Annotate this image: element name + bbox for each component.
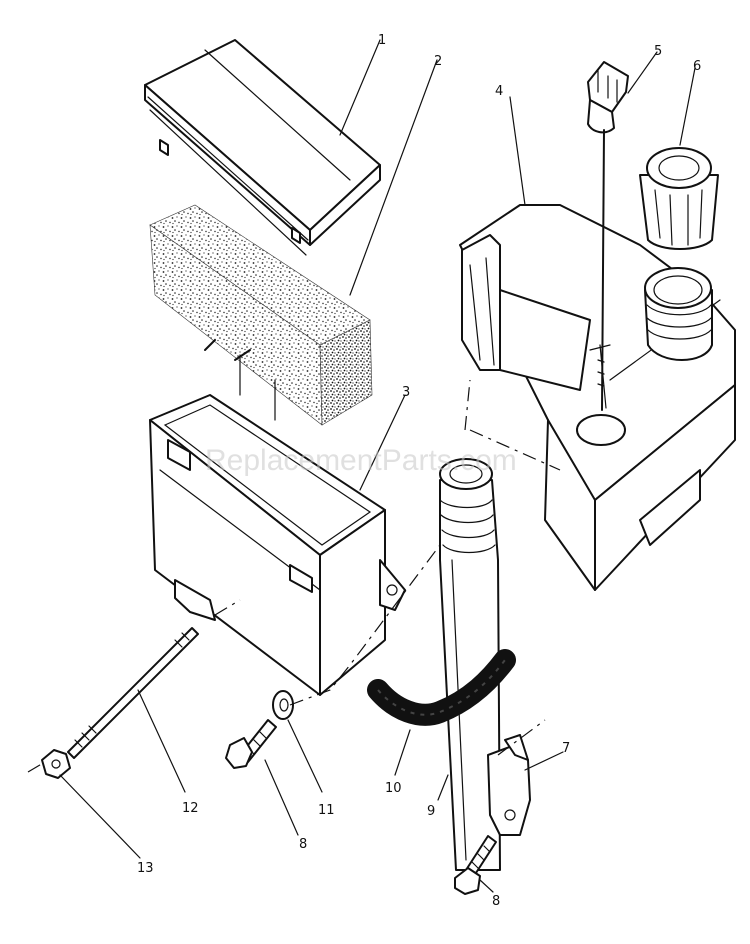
callout-4: 4 — [495, 84, 503, 99]
watermark: ReplacementParts.com — [205, 444, 517, 477]
part-10-hose — [367, 649, 516, 726]
part-12-stud — [67, 627, 199, 759]
part-13-nut — [41, 749, 71, 779]
part-4-fuel-tank — [459, 204, 736, 591]
callout-1: 1 — [378, 33, 386, 48]
callout-8-lower: 8 — [492, 894, 500, 909]
part-1-air-cleaner-cover — [144, 39, 381, 256]
part-3-air-cleaner-body — [149, 339, 406, 696]
callout-10: 10 — [385, 781, 402, 796]
callout-5: 5 — [654, 44, 662, 59]
part-5-fuel-gauge — [587, 61, 629, 411]
callout-6: 6 — [693, 59, 701, 74]
callout-2: 2 — [434, 54, 442, 69]
callout-9: 9 — [427, 804, 435, 819]
part-11-washer — [272, 690, 294, 720]
part-2-foam-filter — [149, 204, 373, 426]
part-8-bolt-upper — [225, 719, 277, 769]
part-6-fuel-cap — [639, 147, 719, 361]
part-8-bolt-lower — [454, 835, 497, 895]
assembly-center-lines — [27, 379, 561, 773]
callout-labels: 1 2 3 4 5 6 7 8 8 9 10 11 12 13 — [137, 33, 701, 909]
part-9-intake-tube — [439, 458, 501, 871]
callout-3: 3 — [402, 385, 410, 400]
callout-7: 7 — [562, 741, 570, 756]
callout-11: 11 — [318, 803, 335, 818]
callout-12: 12 — [182, 801, 199, 816]
leader-lines — [59, 39, 696, 893]
callout-13: 13 — [137, 861, 154, 876]
part-7-bracket — [487, 734, 531, 836]
callout-8-upper: 8 — [299, 837, 307, 852]
